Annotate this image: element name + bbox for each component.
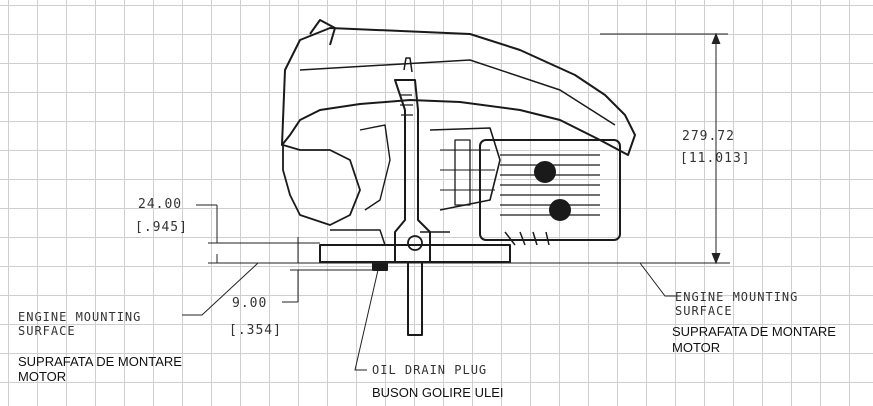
crankshaft [407,262,423,336]
right-mount-ro-line1: SUPRAFATA DE MONTARE [672,324,836,339]
oil-drain-plug [372,261,388,271]
right-mount-en-line1: ENGINE MOUNTING [675,290,799,304]
right-mount-ro-line2: MOTOR [672,340,721,355]
plug-offset-mm: 9.00 [232,296,268,311]
right-mount-en-line2: SURFACE [675,304,733,318]
left-mount-en-line2: SURFACE [18,324,76,338]
left-mount-ro-line2: MOTOR [18,369,67,384]
fuel-tank [282,144,361,226]
oil-plug-en: OIL DRAIN PLUG [372,363,488,377]
engine-shroud [281,27,636,156]
oil-plug-ro: BUSON GOLIRE ULEI [372,385,504,400]
plug-offset-in: [.354] [229,323,282,338]
muffler [479,139,621,241]
mount-offset-in: [.945] [135,220,188,235]
left-mount-ro-line1: SUPRAFATA DE MONTARE [18,354,182,369]
height-in: [11.013] [680,151,751,166]
mount-offset-mm: 24.00 [138,197,183,212]
height-mm: 279.72 [682,129,735,144]
left-mount-en-line1: ENGINE MOUNTING [18,310,142,324]
crankshaft-housing [394,79,431,263]
engine-base [319,244,511,263]
